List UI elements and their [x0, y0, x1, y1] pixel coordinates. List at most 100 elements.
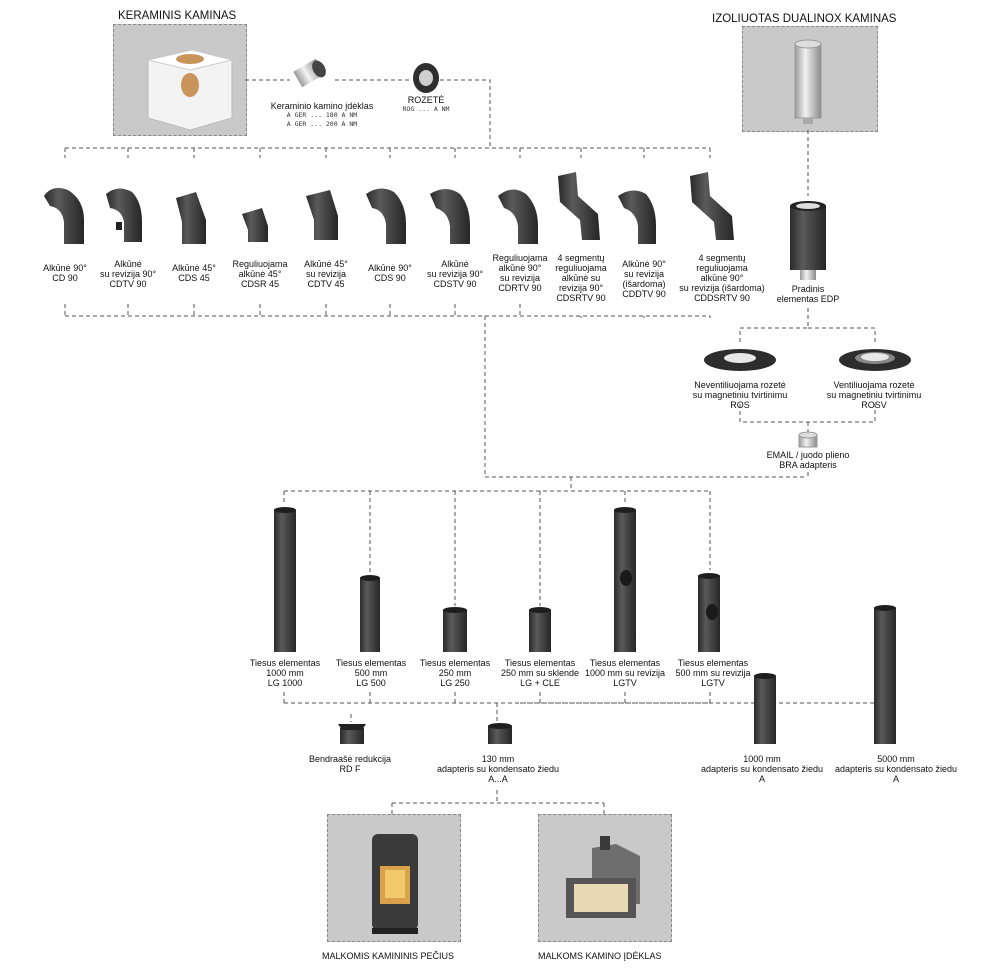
label-line: Bendraašė redukcija — [308, 754, 392, 764]
ceramic-insert-label: Keraminio kamino įdėklas A GER ... 180 A… — [262, 101, 382, 129]
label-line: Alkūnė 90° — [368, 263, 412, 273]
label-line: su revizija — [499, 273, 540, 283]
label-line: su magnetiniu tvirtinimu — [692, 390, 788, 400]
label-line: Tiesus elementas — [677, 658, 749, 668]
label-line: Pradinis — [791, 284, 825, 294]
edp-icon — [790, 201, 826, 280]
label-line: su revizija — [623, 269, 664, 279]
label-line: A — [892, 774, 899, 784]
label-line: CDRTV 90 — [498, 283, 542, 293]
label-line: A GER ... 180 A NM — [286, 111, 358, 119]
label-line: ROG ... A NM — [402, 105, 450, 113]
label-line: Alkūnė 45° — [172, 263, 216, 273]
label-line: elementas EDP — [776, 294, 840, 304]
elbow-label: Alkūnė 90°CD 90 — [35, 263, 95, 283]
label-line: Keraminio kamino įdėklas — [270, 101, 374, 111]
label-line: LG + CLE — [520, 678, 560, 688]
label-line: A GER ... 200 A NM — [286, 120, 358, 128]
label-line: (išardoma) — [622, 279, 666, 289]
label-line: CDSRTV 90 — [556, 293, 606, 303]
label-line: alkūnė 45° — [238, 269, 282, 279]
label-line: 1000 mm su revizija — [584, 668, 666, 678]
label-line: EMAIL / juodo plieno — [766, 450, 850, 460]
label-line: su revizija — [305, 269, 346, 279]
label-line: su revizija 90° — [99, 269, 157, 279]
label-line: 500 mm — [354, 668, 388, 678]
label-line: CDSR 45 — [240, 279, 279, 289]
label-line: BRA adapteris — [779, 460, 837, 470]
label-line: 500 mm su revizija — [675, 668, 751, 678]
label-line: Tiesus elementas — [335, 658, 407, 668]
label-line: reguliuojama — [555, 263, 607, 273]
label-line: alkūnė su — [561, 273, 601, 283]
stove-title: MALKOMIS KAMININIS PEČIUS — [322, 951, 455, 961]
label-line: Alkūnė 90° — [43, 263, 87, 273]
dashed-connectors — [64, 79, 885, 814]
label-line: Tiesus elementas — [249, 658, 321, 668]
ceramic-block-icon — [147, 49, 233, 131]
label-line: CDSTV 90 — [433, 279, 477, 289]
label-line: revizija 90° — [558, 283, 604, 293]
label-line: Ventiliuojama rozetė — [833, 380, 915, 390]
label-line: su revizija (išardoma) — [679, 283, 765, 293]
label-line: LGTV — [701, 678, 725, 688]
bra-adapter-icon — [798, 431, 818, 448]
label-line: Neventiliuojama rozetė — [694, 380, 786, 390]
label-line: adapteris su kondensato žiedu — [834, 764, 958, 774]
label-line: CDDTV 90 — [622, 289, 666, 299]
label-line: LG 500 — [356, 678, 386, 688]
label-line: alkūnė 90° — [700, 273, 744, 283]
rosv-icon — [839, 349, 911, 371]
ros-icon — [704, 349, 776, 371]
label-line: 250 mm su sklende — [500, 668, 580, 678]
elbow-label: Alkūnė 90°su revizija(išardoma)CDDTV 90 — [614, 259, 674, 299]
label-line: Alkūnė 45° — [304, 259, 348, 269]
label-line: 4 segmentų — [698, 253, 746, 263]
elbow-label: Alkūnė 90°CDS 90 — [360, 263, 420, 283]
label-line: LG 250 — [440, 678, 470, 688]
label-line: CDS 45 — [178, 273, 210, 283]
ceramic-insert-icon — [293, 58, 326, 88]
stove-icon — [372, 834, 418, 934]
label-line: Reguliuojama — [232, 259, 288, 269]
fireplace-insert-icon — [566, 836, 640, 918]
label-line: Tiesus elementas — [504, 658, 576, 668]
label-line: 250 mm — [438, 668, 472, 678]
label-line: RD F — [339, 764, 361, 774]
label-line: 1000 mm — [266, 668, 304, 678]
label-line: 130 mm — [481, 754, 515, 764]
label-line: 5000 mm — [877, 754, 915, 764]
label-line: A — [758, 774, 765, 784]
dualinox-chimney-title: IZOLIUOTAS DUALINOX KAMINAS — [712, 13, 897, 25]
label-line: adapteris su kondensato žiedu — [436, 764, 560, 774]
label-line: su magnetiniu tvirtinimu — [826, 390, 922, 400]
label-line: alkūnė 90° — [498, 263, 542, 273]
label-line: CDTV 45 — [307, 279, 345, 289]
label-line: ROSV — [861, 400, 887, 410]
label-line: CDS 90 — [374, 273, 406, 283]
label-line: LG 1000 — [267, 678, 303, 688]
elbow-icons — [44, 172, 734, 244]
ceramic-chimney-title: KERAMINIS KAMINAS — [118, 10, 237, 22]
label-line: 4 segmentų — [557, 253, 605, 263]
label-line: LGTV — [613, 678, 637, 688]
